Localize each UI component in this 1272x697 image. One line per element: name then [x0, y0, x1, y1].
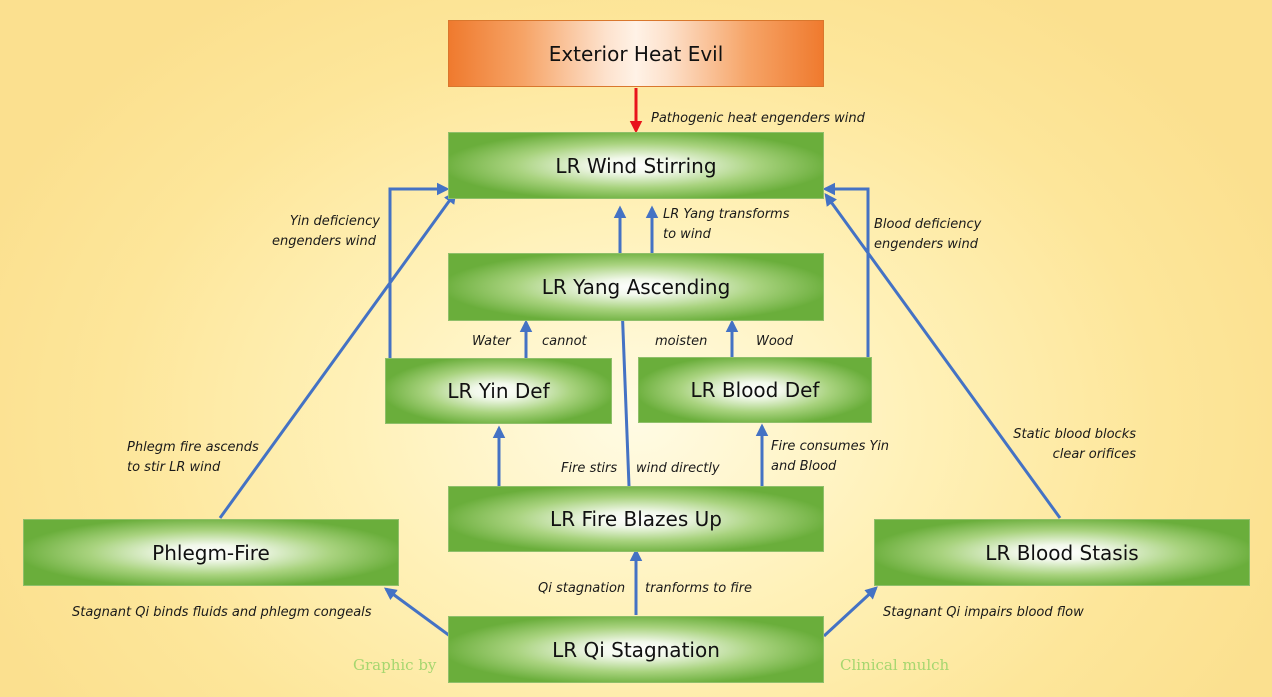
label-tranforms-to-fire: tranforms to fire: [645, 581, 753, 596]
label-static-blood-blocks: Static blood blocks: [1013, 427, 1136, 442]
label-stir-lr-wind: to stir LR wind: [127, 460, 221, 475]
label-and-blood: and Blood: [771, 459, 837, 474]
node-lr-yang-ascending: LR Yang Ascending: [448, 253, 824, 321]
label-phlegm-fire-ascends: Phlegm fire ascends: [127, 440, 259, 455]
label-qi-stagnation: Qi stagnation: [538, 581, 626, 596]
node-lr-fire-blazes-up: LR Fire Blazes Up: [448, 486, 824, 552]
arrow-qi-to-phlegm: [383, 587, 451, 638]
label-fire-consumes-yin: Fire consumes Yin: [771, 439, 890, 454]
label-qi-impairs-blood: Stagnant Qi impairs blood flow: [883, 605, 1084, 620]
label-qi-binds-fluids: Stagnant Qi binds fluids and phlegm cong…: [72, 605, 372, 620]
node-lr-qi-stagnation: LR Qi Stagnation: [448, 616, 824, 683]
node-exterior-heat-evil: Exterior Heat Evil: [448, 20, 824, 87]
credit-graphic-by: Graphic by: [353, 656, 437, 674]
node-phlegm-fire: Phlegm-Fire: [23, 519, 399, 586]
credit-clinical-mulch: Clinical mulch: [840, 656, 950, 674]
label-wind-directly: wind directly: [636, 461, 720, 476]
arrow-stasis-to-wind: [824, 192, 1062, 519]
label-moisten: moisten: [655, 334, 708, 349]
label-blood-engenders-wind: engenders wind: [874, 237, 978, 252]
node-lr-blood-def: LR Blood Def: [638, 357, 872, 423]
label-cannot: cannot: [542, 334, 587, 349]
node-lr-yin-def: LR Yin Def: [385, 358, 612, 424]
label-yin-deficiency: Yin deficiency: [289, 214, 380, 229]
arrow-phlegm-to-wind: [218, 190, 457, 519]
label-fire-stirs: Fire stirs: [561, 461, 618, 476]
label-water: Water: [472, 334, 511, 349]
label-clear-orifices: clear orifices: [1052, 447, 1136, 462]
label-blood-deficiency: Blood deficiency: [874, 217, 982, 232]
node-lr-blood-stasis: LR Blood Stasis: [874, 519, 1250, 586]
arrow-qi-to-stasis: [822, 586, 878, 638]
node-lr-wind-stirring: LR Wind Stirring: [448, 132, 824, 199]
label-to-wind: to wind: [663, 227, 711, 242]
label-heat-engenders-wind: Pathogenic heat engenders wind: [651, 111, 865, 126]
label-wood: Wood: [756, 334, 794, 349]
label-yin-engenders-wind: engenders wind: [272, 234, 376, 249]
arrow-blood-def-to-wind: [822, 182, 870, 357]
label-yang-transforms: LR Yang transforms: [663, 207, 790, 222]
arrow-yin-def-to-wind: [388, 182, 450, 358]
